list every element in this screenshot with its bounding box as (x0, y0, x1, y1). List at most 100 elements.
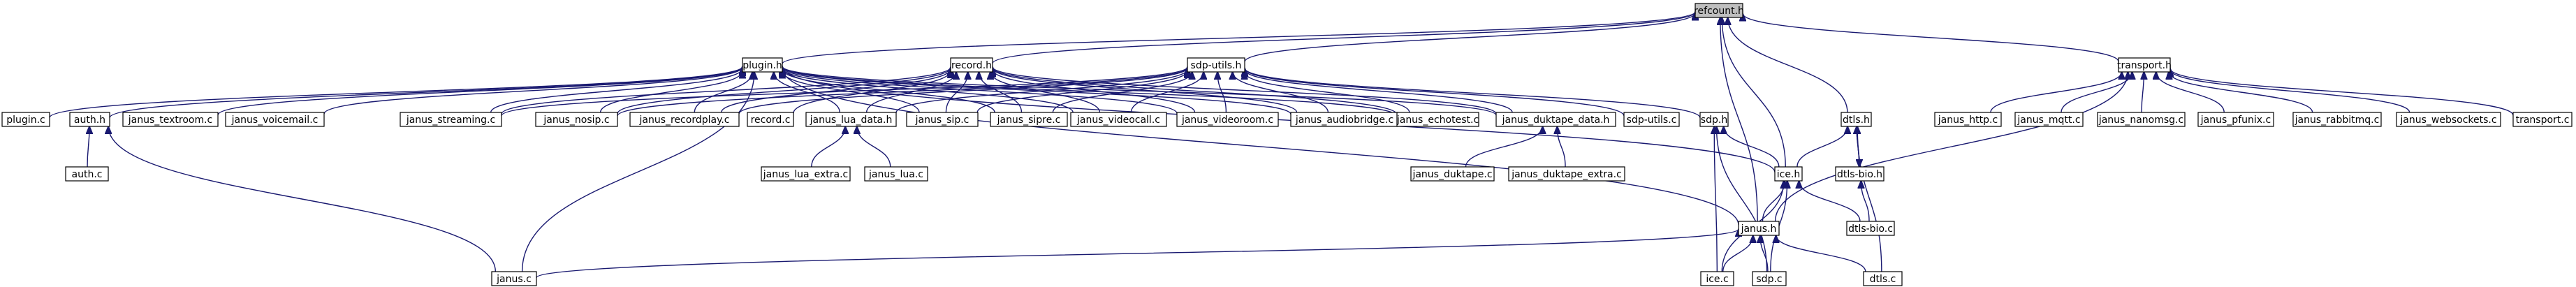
edge-janus-videoroom-c-to-record-h (993, 69, 1196, 113)
node-auth-c[interactable]: auth.c (65, 166, 109, 182)
node-janus-duktape-data-h[interactable]: janus_duktape_data.h (1495, 112, 1616, 127)
node-record-c[interactable]: record.c (747, 112, 794, 127)
node-dtls-bio-h[interactable]: dtls-bio.h (1835, 166, 1885, 182)
node-box (1695, 3, 1743, 18)
node-label: janus_streaming.c (406, 115, 495, 126)
node-label: auth.h (74, 115, 105, 126)
edge-record-h-to-refcount-h (992, 12, 1695, 64)
node-transport-c[interactable]: transport.c (2512, 112, 2573, 127)
edge-janus-lua-data-h-to-sdp-utils-h (895, 69, 1187, 113)
node-sdp-h[interactable]: sdp.h (1699, 112, 1729, 127)
node-box (65, 166, 109, 182)
node-janus-mqtt-c[interactable]: janus_mqtt.c (2014, 112, 2084, 127)
edge-janus-duktape-c-to-janus-duktape-data-h (1465, 126, 1542, 168)
node-box (491, 271, 537, 286)
edge-janus-h-to-transport-h (1774, 72, 2128, 222)
node-box (1070, 112, 1167, 127)
node-label: janus_lua_extra.c (763, 169, 848, 180)
edge-janus-h-to-ice-h (1762, 181, 1785, 222)
node-janus-nosip-c[interactable]: janus_nosip.c (535, 112, 618, 127)
node-label: sdp.c (1756, 274, 1782, 285)
node-box (990, 112, 1068, 127)
node-janus-lua-data-h[interactable]: janus_lua_data.h (805, 112, 897, 127)
edge-janus-duktape-data-h-to-record-h (993, 67, 1497, 115)
node-janus-textroom-c[interactable]: janus_textroom.c (122, 112, 219, 127)
edge-sdp-utils-c-to-sdp-utils-h (1245, 68, 1625, 117)
node-janus-rabbitmq-c[interactable]: janus_rabbitmq.c (2292, 112, 2382, 127)
edge-janus-videoroom-c-to-sdp-utils-h (1217, 72, 1227, 113)
node-janus-recordplay-c[interactable]: janus_recordplay.c (629, 112, 740, 127)
node-sdp-c[interactable]: sdp.c (1752, 271, 1787, 286)
node-janus-http-c[interactable]: janus_http.c (1934, 112, 2002, 127)
node-janus-duktape-extra-c[interactable]: janus_duktape_extra.c (1508, 166, 1625, 182)
node-janus-duktape-c[interactable]: janus_duktape.c (1410, 166, 1495, 182)
node-dtls-c[interactable]: dtls.c (1863, 271, 1903, 286)
node-box (2118, 57, 2171, 73)
node-dtls-h[interactable]: dtls.h (1840, 112, 1872, 127)
edge-janus-sipre-c-to-sdp-utils-h (1052, 72, 1192, 113)
node-label: dtls-bio.h (1837, 169, 1882, 180)
node-label: sdp-utils.h (1191, 60, 1242, 71)
node-label: janus_mqtt.c (2017, 115, 2080, 126)
node-label: refcount.h (1694, 6, 1744, 17)
edge-janus-videocall-c-to-sdp-utils-h (1130, 72, 1203, 113)
node-label: dtls-bio.c (1848, 223, 1893, 235)
node-janus-streaming-c[interactable]: janus_streaming.c (400, 112, 502, 127)
node-box (1700, 271, 1734, 286)
node-janus-lua-c[interactable]: janus_lua.c (864, 166, 928, 182)
edge-janus-echotest-c-to-sdp-utils-h (1245, 72, 1410, 113)
node-ice-h[interactable]: ice.h (1774, 166, 1803, 182)
node-janus-sipre-c[interactable]: janus_sipre.c (990, 112, 1068, 127)
edge-janus-http-c-to-transport-h (1990, 72, 2122, 113)
node-box (225, 112, 325, 127)
node-auth-h[interactable]: auth.h (69, 112, 110, 127)
node-janus-c[interactable]: janus.c (491, 271, 537, 286)
node-janus-lua-extra-c[interactable]: janus_lua_extra.c (761, 166, 851, 182)
edge-janus-nosip-c-to-plugin-h (599, 71, 742, 113)
node-janus-echotest-c[interactable]: janus_echotest.c (1396, 112, 1479, 127)
node-janus-sip-c[interactable]: janus_sip.c (906, 112, 979, 127)
edge-janus-streaming-c-to-sdp-utils-h (501, 67, 1187, 117)
node-janus-h[interactable]: janus.h (1738, 221, 1780, 236)
node-janus-websockets-c[interactable]: janus_websockets.c (2396, 112, 2501, 127)
node-label: transport.c (2516, 115, 2570, 126)
edge-dtls-c-to-janus-h (1776, 235, 1866, 272)
node-box (1752, 271, 1787, 286)
node-box (2512, 112, 2573, 127)
edge-janus-sip-c-to-record-h (945, 72, 967, 113)
node-label: dtls.c (1870, 274, 1896, 285)
node-label: janus_nanomsg.c (2098, 115, 2183, 126)
node-sdp-utils-h[interactable]: sdp-utils.h (1187, 57, 1245, 73)
node-refcount-h[interactable]: refcount.h (1694, 3, 1744, 18)
node-label: sdp.h (1701, 115, 1727, 126)
node-box (906, 112, 979, 127)
node-janus-videoroom-c[interactable]: janus_videoroom.c (1176, 112, 1279, 127)
node-box (1774, 166, 1803, 182)
node-record-h[interactable]: record.h (950, 57, 993, 73)
node-box (69, 112, 110, 127)
node-transport-h[interactable]: transport.h (2117, 57, 2172, 73)
node-plugin-h[interactable]: plugin.h (742, 57, 783, 73)
edge-janus-recordplay-c-to-plugin-h (694, 72, 752, 113)
node-janus-voicemail-c[interactable]: janus_voicemail.c (225, 112, 325, 127)
node-label: janus_pfunix.c (2200, 115, 2271, 126)
edge-janus-nosip-c-to-record-h (617, 68, 951, 115)
node-box (1495, 112, 1616, 127)
node-plugin-c[interactable]: plugin.c (1, 112, 50, 127)
node-ice-c[interactable]: ice.c (1700, 271, 1734, 286)
edge-sdp-c-to-janus-h (1760, 235, 1769, 272)
node-box (535, 112, 618, 127)
node-sdp-utils-c[interactable]: sdp-utils.c (1623, 112, 1680, 127)
edge-janus-sipre-c-to-record-h (979, 72, 1023, 113)
node-janus-pfunix-c[interactable]: janus_pfunix.c (2197, 112, 2274, 127)
node-box (2014, 112, 2084, 127)
node-janus-nanomsg-c[interactable]: janus_nanomsg.c (2097, 112, 2186, 127)
node-dtls-bio-c[interactable]: dtls-bio.c (1846, 221, 1895, 236)
node-box (400, 112, 502, 127)
edge-transport-c-to-transport-h (2170, 68, 2514, 116)
edges-layer (49, 12, 2514, 279)
node-janus-audiobridge-c[interactable]: janus_audiobridge.c (1290, 112, 1399, 127)
node-label: janus_videoroom.c (1181, 115, 1273, 126)
node-janus-videocall-c[interactable]: janus_videocall.c (1070, 112, 1167, 127)
edge-janus-sipre-c-to-plugin-h (782, 69, 995, 113)
